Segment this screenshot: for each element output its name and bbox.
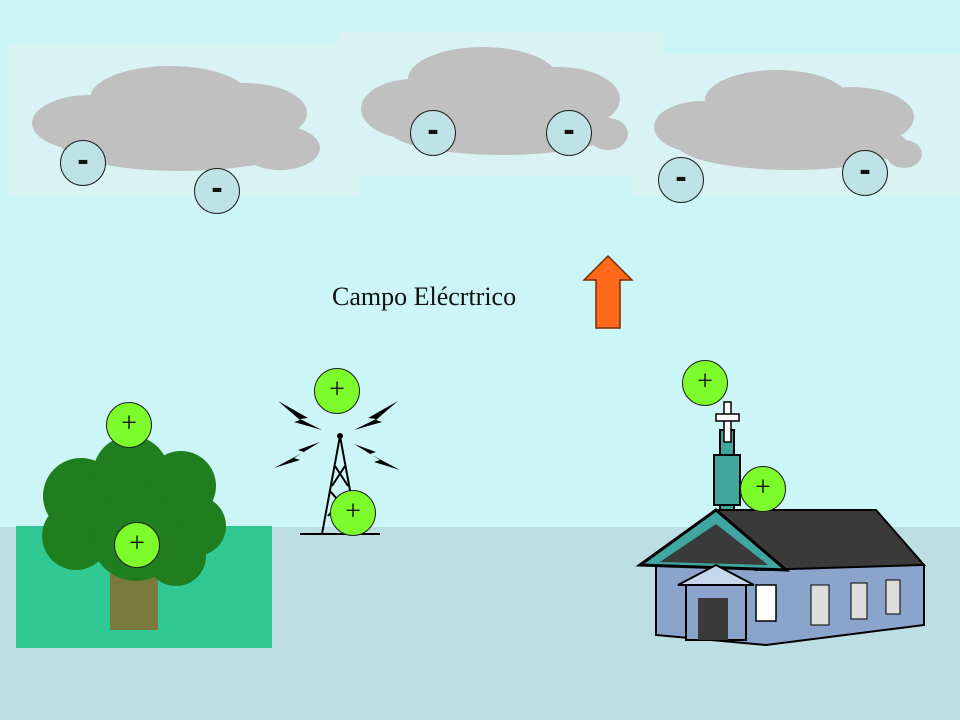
cloud-icon xyxy=(361,47,628,155)
positive-charge: + xyxy=(314,368,360,414)
positive-charge: + xyxy=(740,466,786,512)
church-icon xyxy=(635,401,927,647)
negative-charge: - xyxy=(60,140,106,186)
positive-charge: + xyxy=(114,522,160,568)
cloud-icon xyxy=(32,66,320,171)
positive-charge: + xyxy=(330,490,376,536)
negative-charge: - xyxy=(658,157,704,203)
negative-charge: - xyxy=(194,168,240,214)
arrow-up-icon xyxy=(582,254,634,329)
positive-charge: + xyxy=(106,402,152,448)
tree-icon xyxy=(42,436,226,630)
field-label: Campo Elécrtrico xyxy=(332,282,517,311)
negative-charge: - xyxy=(546,110,592,156)
negative-charge: - xyxy=(842,150,888,196)
negative-charge: - xyxy=(410,110,456,156)
positive-charge: + xyxy=(682,360,728,406)
